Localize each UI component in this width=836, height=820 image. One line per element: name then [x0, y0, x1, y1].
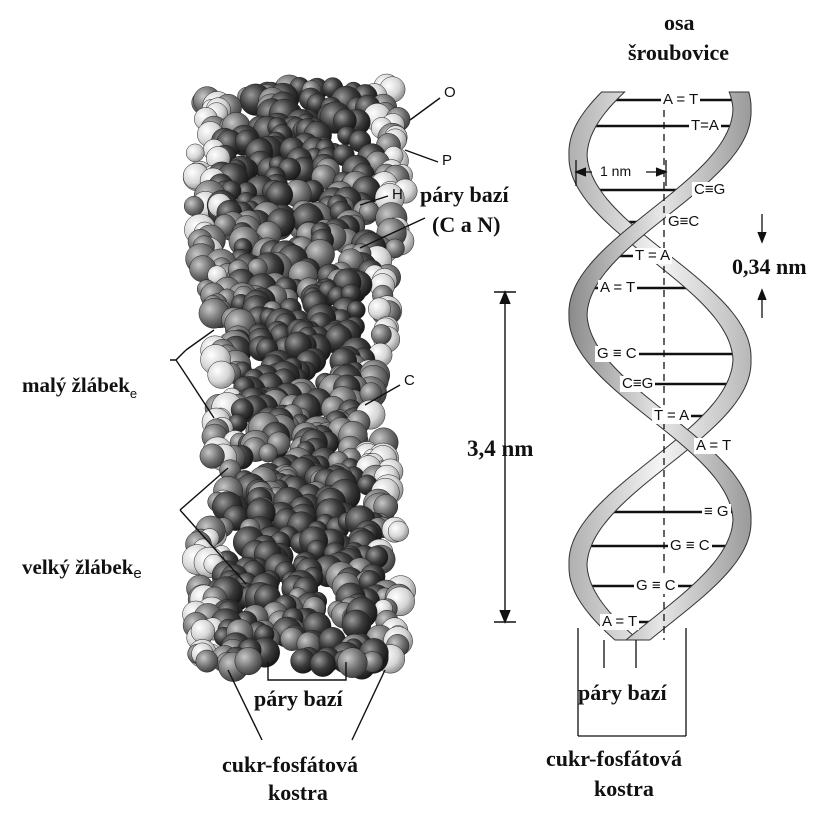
helix-axis-label-line2: šroubovice — [628, 40, 730, 65]
base-pair-label: G ≡ C — [634, 577, 678, 594]
base-pair-label: G≡C — [666, 213, 702, 230]
major-groove-subscript: e — [133, 565, 142, 582]
base-pair-label: C≡G — [620, 375, 656, 392]
atom-sphere — [183, 195, 205, 217]
base-pair-label: A = T — [598, 279, 638, 296]
backbone-label-left-line2: kostra — [268, 780, 328, 805]
annotation-lines — [170, 97, 516, 741]
helix-axis-label-line1: osa — [664, 10, 695, 35]
pitch-label: 3,4 nm — [467, 436, 534, 461]
backbone-label-right-line2: kostra — [594, 776, 654, 801]
base-pairs-cn-label-line2: (C a N) — [432, 212, 501, 237]
base-pair-label: ≡ G — [702, 503, 731, 520]
strand-front — [568, 91, 752, 641]
helix-annotations — [574, 98, 767, 737]
atom-sphere — [195, 649, 219, 673]
atom-sphere — [387, 520, 409, 542]
base-pair-label: A = T — [661, 91, 701, 108]
base-pairs-bottom-label-right: páry bazí — [578, 680, 667, 705]
hydrogen-atom-label: H — [392, 186, 403, 203]
base-pair-label: A = T — [600, 613, 640, 630]
base-pairs-cn-label-line1: páry bazí — [420, 182, 509, 207]
base-pair-label: C≡G — [692, 181, 728, 198]
base-pair-label: T = A — [652, 407, 692, 424]
backbone-label-right-line1: cukr-fosfátová — [546, 746, 683, 771]
oxygen-atom-label: O — [444, 84, 456, 101]
atom-sphere — [258, 443, 278, 463]
minor-groove-subscript: e — [129, 386, 138, 401]
backbone-label-left-line1: cukr-fosfátová — [222, 752, 359, 777]
major-groove-text: velký žlábek — [22, 555, 134, 579]
atom-sphere — [370, 324, 392, 345]
base-pair-label: G ≡ C — [595, 345, 639, 362]
atom-sphere — [185, 143, 205, 163]
atom-sphere — [309, 650, 336, 677]
major-groove-label: velký žlábeke — [22, 555, 142, 582]
base-pairs-bottom-label-left: páry bazí — [254, 686, 343, 711]
helix-width-label: 1 nm — [600, 163, 632, 179]
space-filling-model — [181, 73, 418, 682]
atom-sphere — [234, 647, 263, 676]
base-rise-label: 0,34 nm — [732, 254, 807, 279]
minor-groove-label: malý žlábeke — [22, 373, 137, 401]
base-pair-label: A = T — [694, 437, 734, 454]
atom-sphere — [207, 360, 236, 389]
base-pair-label: T = A — [633, 247, 673, 264]
base-pair-label: G ≡ C — [668, 537, 712, 554]
carbon-atom-label: C — [404, 372, 415, 389]
atom-sphere — [337, 647, 368, 678]
atom-sphere — [199, 443, 225, 469]
phosphorus-atom-label: P — [442, 152, 453, 169]
base-pair-label: T=A — [689, 117, 721, 134]
minor-groove-text: malý žlábek — [22, 373, 130, 397]
